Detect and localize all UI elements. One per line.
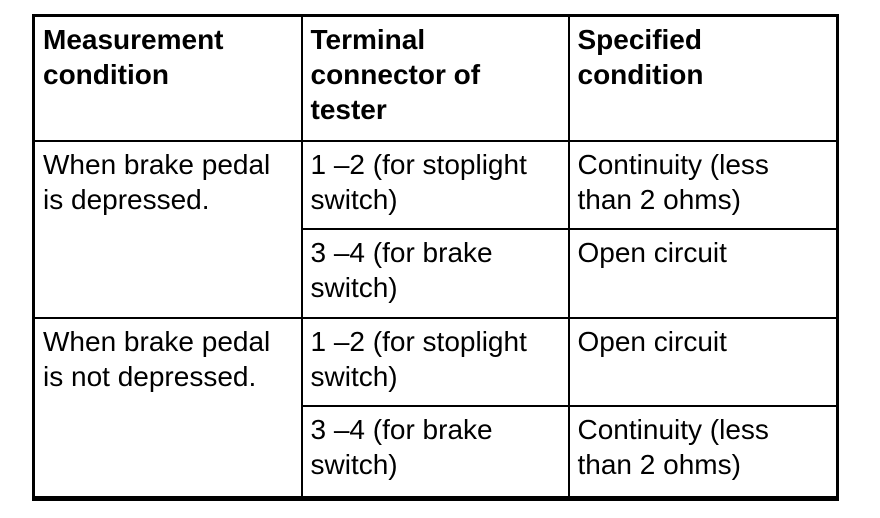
cell-specified-continuity-not-depressed: Continuity (less than 2 ohms) [567, 404, 839, 500]
cell-terminal-3-4-depressed: 3 –4 (for brake switch) [300, 227, 570, 319]
cell-specified-open-circuit-depressed: Open circuit [567, 227, 839, 319]
stoplight-switch-inspection-table: Measurement condition Terminal connector… [32, 14, 839, 501]
cell-measurement-pedal-depressed: When brake pedal is depressed. [32, 139, 303, 319]
header-terminal-connector: Terminal connector of tester [300, 14, 570, 142]
header-measurement-condition: Measurement condition [32, 14, 303, 142]
cell-terminal-1-2-depressed: 1 –2 (for stoplight switch) [300, 139, 570, 230]
table-row: 3 –4 (for brake switch) Continuity (less… [34, 404, 839, 500]
cell-specified-open-circuit-not-depressed: Open circuit [567, 316, 839, 407]
header-specified-condition: Specified condition [567, 14, 839, 142]
cell-measurement-pedal-not-depressed: When brake pedal is not depressed. [32, 316, 303, 500]
cell-specified-continuity-depressed: Continuity (less than 2 ohms) [567, 139, 839, 230]
table-row: When brake pedal is depressed. 1 –2 (for… [32, 139, 839, 319]
table-row: 3 –4 (for brake switch) Open circuit [34, 227, 839, 319]
table-row: When brake pedal is not depressed. 1 –2 … [32, 316, 839, 500]
cell-terminal-1-2-not-depressed: 1 –2 (for stoplight switch) [300, 316, 570, 407]
cell-terminal-3-4-not-depressed: 3 –4 (for brake switch) [300, 404, 570, 500]
table-header-row: Measurement condition Terminal connector… [32, 14, 839, 142]
